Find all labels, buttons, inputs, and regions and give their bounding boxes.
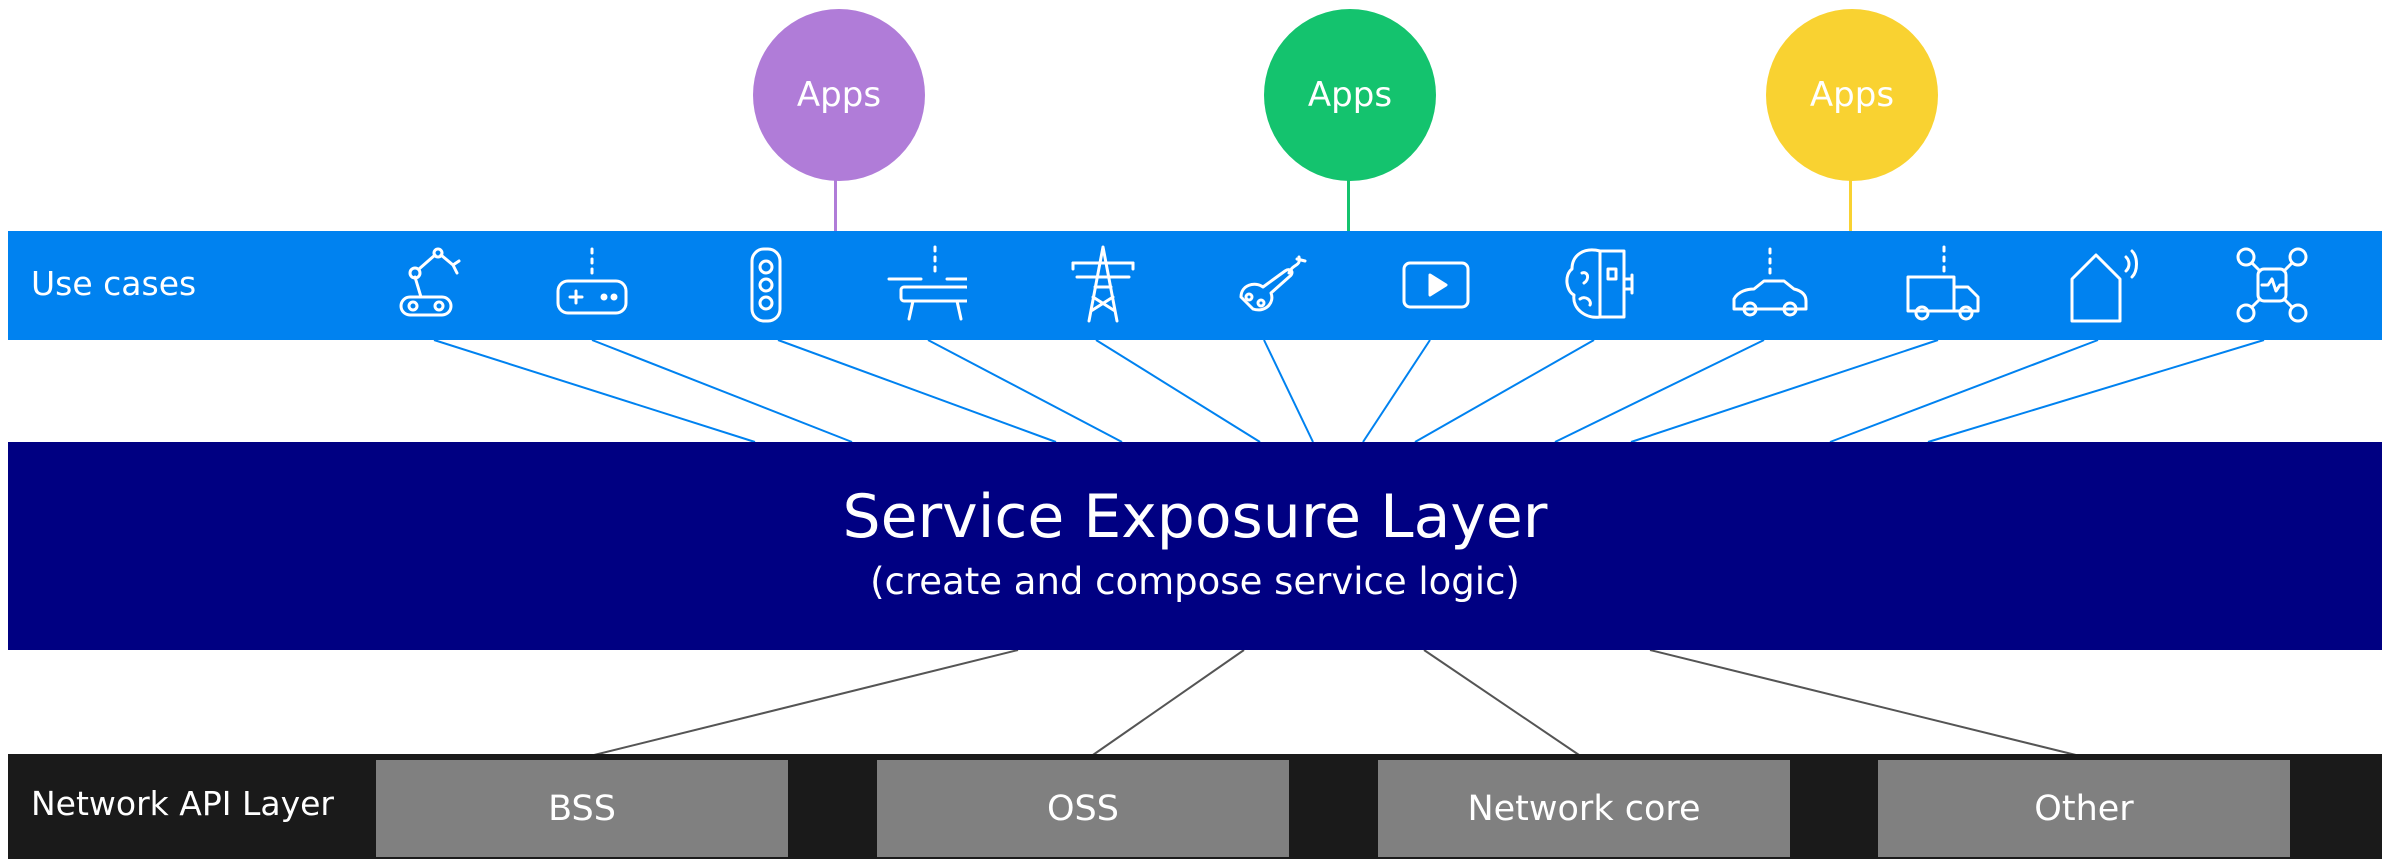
usecase-link [1095,339,1261,443]
usecase-link [1554,339,1765,443]
service-exposure-layer: Service Exposure Layer (create and compo… [8,442,2382,650]
use-cases-band: Use cases [8,231,2382,340]
connected-car-icon [1732,247,1808,317]
service-layer-subtitle: (create and compose service logic) [870,560,1520,603]
api-box-network-core[interactable]: Network core [1378,760,1790,857]
service-layer-title: Service Exposure Layer [842,482,1548,552]
api-box-label: Other [2034,788,2134,829]
usecase-link [1829,339,2099,443]
app-stem [1849,180,1852,232]
usecase-link [433,339,756,443]
use-cases-label: Use cases [31,264,197,303]
smart-home-icon [2070,249,2138,323]
app-stem [1347,180,1350,232]
usecase-link [1414,339,1595,443]
usecase-link [777,339,1057,443]
api-box-label: OSS [1047,788,1119,829]
network-nodes-icon [2236,247,2308,323]
surgical-tool-icon [1239,255,1307,312]
usecase-link [1630,339,1939,443]
app-stem [834,180,837,232]
apps-label: Apps [1307,75,1393,115]
usecase-link [1263,339,1314,443]
game-controller-icon [556,247,628,315]
apps-label: Apps [1809,75,1895,115]
apps-circle-purple[interactable]: Apps [753,9,925,181]
network-api-layer: Network API Layer BSS OSS Network core O… [8,754,2382,859]
api-layer-label: Network API Layer [31,784,334,823]
apps-label: Apps [796,75,882,115]
apps-circle-green[interactable]: Apps [1264,9,1436,181]
usecase-link [591,339,853,443]
video-play-icon [1402,261,1470,309]
usecase-link [927,339,1123,443]
robot-arm-icon [399,247,461,317]
delivery-truck-icon [1906,245,1980,321]
api-link [1089,649,1245,758]
traffic-light-icon [750,247,782,323]
api-box-bss[interactable]: BSS [376,760,788,857]
drone-icon [887,245,967,321]
usecase-link [1362,339,1431,443]
api-link [585,649,1019,758]
api-box-label: Network core [1467,788,1701,829]
brain-chip-icon [1565,248,1634,319]
api-box-other[interactable]: Other [1878,760,2290,857]
power-pylon-icon [1071,245,1135,323]
api-box-oss[interactable]: OSS [877,760,1289,857]
usecase-link [1927,339,2265,443]
api-link [1649,649,2085,758]
api-box-label: BSS [548,788,616,829]
api-link [1423,649,1583,758]
apps-circle-yellow[interactable]: Apps [1766,9,1938,181]
